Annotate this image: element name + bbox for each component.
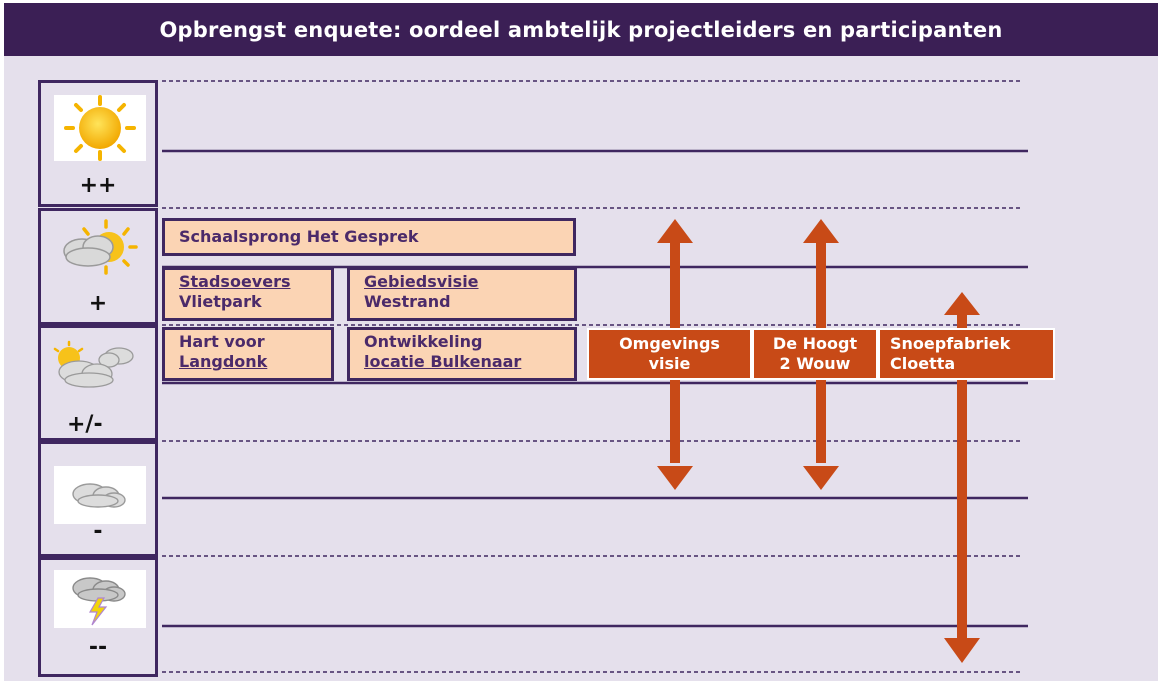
range-label-box: De Hoogt 2 Wouw <box>752 328 878 380</box>
slide-title: Opbrengst enquete: oordeel ambtelijk pro… <box>4 3 1158 56</box>
project-box: Stadsoevers Vlietpark <box>162 267 334 321</box>
project-box: Gebiedsvisie Westrand <box>347 267 577 321</box>
scale-cell-very-bad: -- <box>38 557 158 677</box>
double-arrow-snoepfabriek <box>944 292 980 663</box>
scale-cell-neutral: +/- <box>38 325 158 441</box>
project-label-line2: Westrand <box>364 292 451 311</box>
range-label-line2: Cloetta <box>890 354 956 373</box>
scale-label: + <box>88 291 108 316</box>
project-label: Gebiedsvisie <box>364 272 479 291</box>
scale-label: - <box>93 519 103 544</box>
scale-label: ++ <box>79 173 117 198</box>
scale-cell-good: + <box>38 208 158 325</box>
scale-cell-very-good: ++ <box>38 80 158 207</box>
project-label: Stadsoevers <box>179 272 291 291</box>
range-label-line2: visie <box>648 354 691 373</box>
project-box: Ontwikkeling locatie Bulkenaar <box>347 327 577 381</box>
project-label-line2: Vlietpark <box>179 292 262 311</box>
range-label-box: Omgevings visie <box>587 328 752 380</box>
project-label: Hart voor <box>179 332 265 351</box>
sun-behind-cloud-icon <box>54 217 146 279</box>
project-box: Hart voor Langdonk <box>162 327 334 381</box>
range-label-box: Snoepfabriek Cloetta <box>878 328 1055 380</box>
scale-label: -- <box>88 635 108 660</box>
scale-cell-bad: - <box>38 441 158 557</box>
cloud-icon <box>54 466 146 524</box>
partly-cloudy-icon <box>49 340 145 390</box>
project-label-line2: Langdonk <box>179 352 268 371</box>
sun-icon <box>54 95 146 161</box>
scale-label: +/- <box>67 412 103 437</box>
range-label: Omgevings <box>619 334 720 353</box>
range-label-line2: 2 Wouw <box>779 354 851 373</box>
range-label: De Hoogt <box>772 334 858 353</box>
project-label: Schaalsprong Het Gesprek <box>179 227 419 246</box>
project-label-line2: locatie Bulkenaar <box>364 352 522 371</box>
thunderstorm-icon <box>54 570 146 628</box>
range-label: Snoepfabriek <box>890 334 1011 353</box>
slide: Opbrengst enquete: oordeel ambtelijk pro… <box>4 3 1158 681</box>
project-box: Schaalsprong Het Gesprek <box>162 218 576 256</box>
project-label: Ontwikkeling <box>364 332 483 351</box>
